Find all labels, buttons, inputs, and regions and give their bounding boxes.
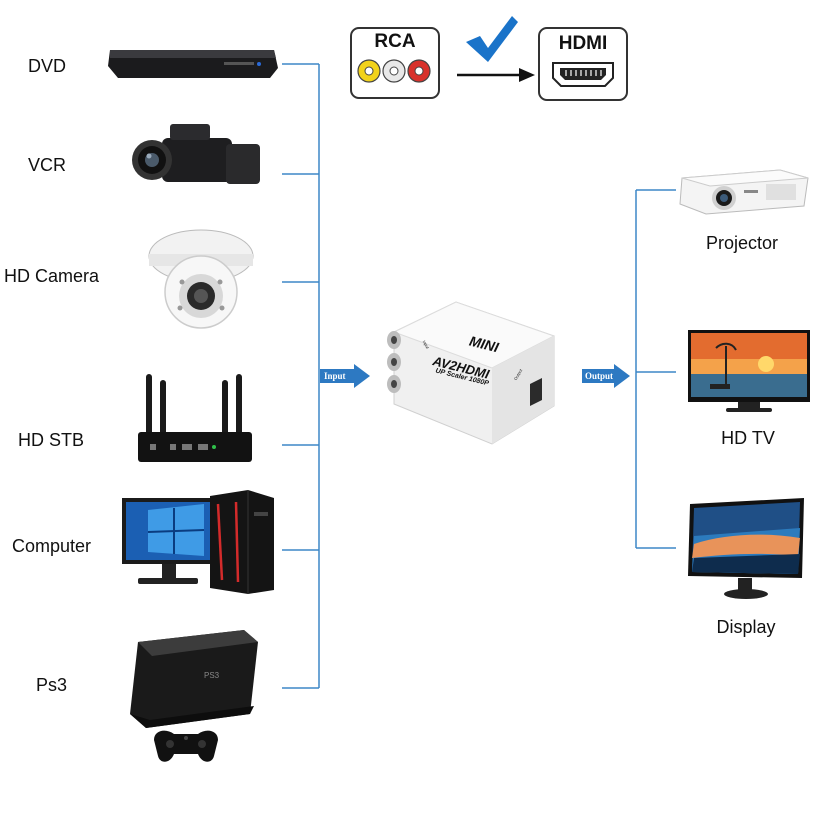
input-label-ps3: Ps3 [36,675,68,695]
input-arrow-label: Input [324,371,346,381]
input-label-hd-stb: HD STB [18,430,85,450]
input-label-computer: Computer [12,536,92,556]
projector-icon [679,169,809,215]
desktop-computer-icon [122,490,274,594]
output-arrow-icon: Output [582,364,630,388]
dvd-player-icon [108,50,278,78]
input-label-vcr: VCR [28,155,67,175]
checkmark-icon [466,16,518,62]
output-label-display: Display [716,617,776,637]
input-label-dvd: DVD [28,56,67,76]
convert-arrow-icon [457,68,535,82]
svg-text:PS3: PS3 [204,671,220,680]
router-stb-icon [138,374,252,462]
input-arrow-icon: Input [320,364,370,388]
converter-box-icon [387,301,556,445]
hdmi-label: HDMI [558,33,608,54]
tv-icon [688,330,810,412]
output-label-hd-tv: HD TV [721,428,775,448]
dome-camera-icon [148,229,254,329]
monitor-icon [688,498,804,599]
rca-plugs-icon [357,59,431,83]
output-label-projector: Projector [705,233,779,253]
hdmi-port-icon [552,62,614,87]
game-console-icon: PS3 [130,630,258,762]
input-label-hd-camera: HD Camera [4,266,100,286]
camcorder-icon [132,124,260,184]
rca-label: RCA [374,31,416,52]
output-arrow-label: Output [585,371,613,381]
